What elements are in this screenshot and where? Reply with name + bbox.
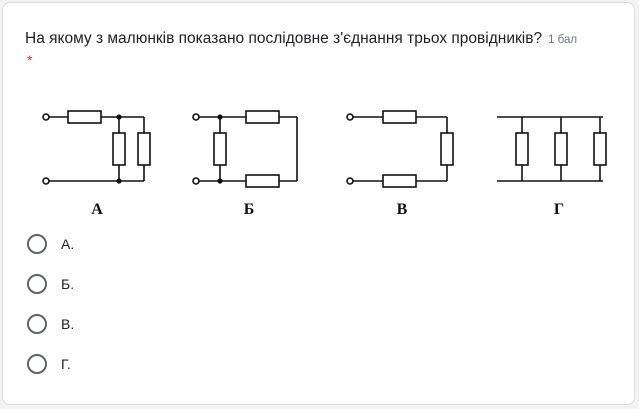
circuit-label-v: В <box>397 201 408 218</box>
answer-options: А. Б. В. Г. <box>27 233 74 393</box>
question-card: На якому з малюнків показано послідовне … <box>2 2 635 405</box>
option-g[interactable]: Г. <box>27 353 74 375</box>
circuit-a <box>42 110 151 185</box>
radio-button-g[interactable] <box>27 354 47 374</box>
question-text: На якому з малюнків показано послідовне … <box>25 30 543 47</box>
option-v[interactable]: В. <box>27 313 74 335</box>
option-label-b: Б. <box>61 276 75 292</box>
circuit-label-g: Г <box>554 201 564 218</box>
option-label-g: Г. <box>61 356 71 372</box>
option-a[interactable]: А. <box>27 233 74 255</box>
circuit-label-a: А <box>91 201 103 218</box>
circuit-diagrams-image: А Б В Г <box>42 110 607 218</box>
radio-button-b[interactable] <box>27 274 47 294</box>
points-label: 1 бал <box>548 34 578 46</box>
required-mark: * <box>27 52 33 68</box>
option-b[interactable]: Б. <box>27 273 74 295</box>
circuit-label-b: Б <box>244 201 255 218</box>
circuit-g <box>497 116 607 182</box>
question-title: На якому з малюнків показано послідовне … <box>25 28 625 51</box>
radio-button-v[interactable] <box>27 314 47 334</box>
option-label-v: В. <box>61 316 75 332</box>
radio-button-a[interactable] <box>27 234 47 254</box>
option-label-a: А. <box>61 236 75 252</box>
circuit-v <box>346 110 454 188</box>
circuit-b <box>192 110 298 188</box>
